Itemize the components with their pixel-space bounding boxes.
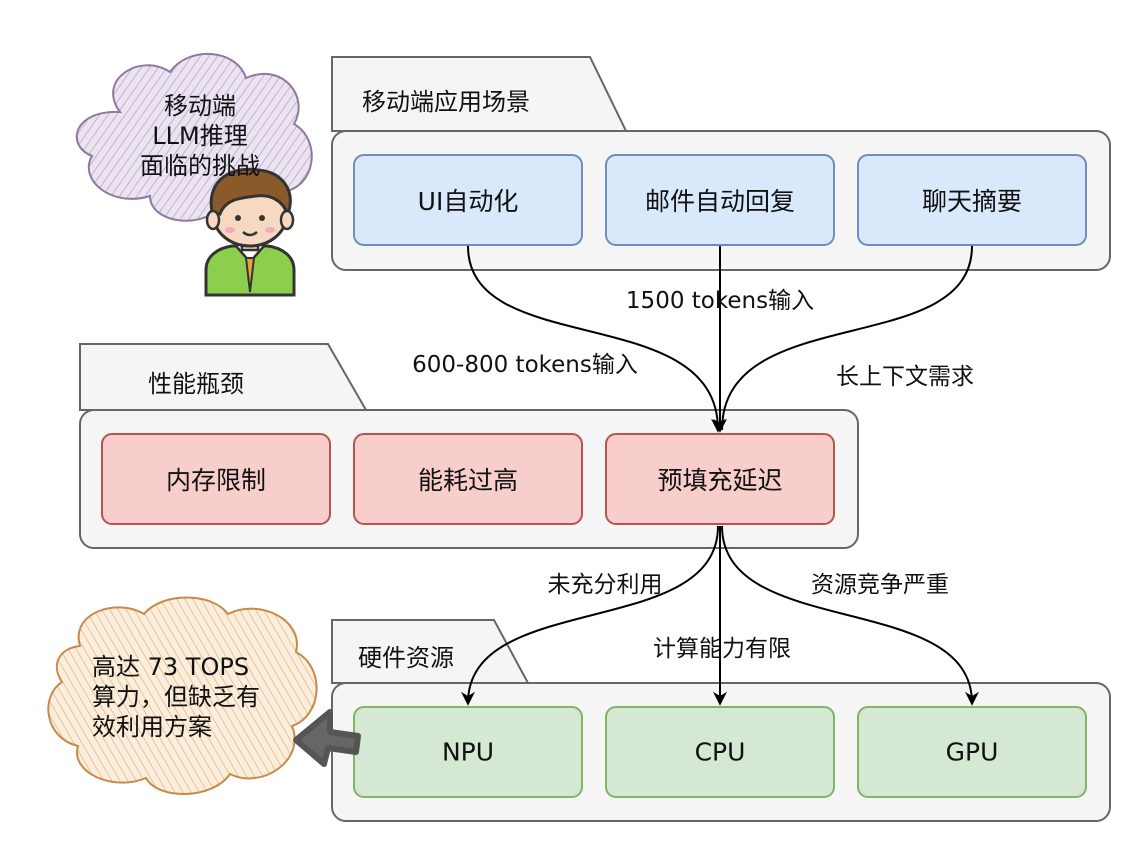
- app-label-chat: 聊天摘要: [921, 187, 1023, 216]
- edge-label-bot-mid: 计算能力有限: [653, 636, 791, 662]
- app-label-mail: 邮件自动回复: [644, 187, 796, 216]
- cloud-bottom-text: 高达 73 TOPS 算力，但缺乏有 效利用方案: [92, 653, 260, 741]
- bottleneck-label-energy: 能耗过高: [417, 466, 519, 495]
- group-apps-title: 移动端应用场景: [362, 88, 530, 116]
- hardware-label-npu: NPU: [441, 737, 495, 767]
- person-icon: [204, 167, 296, 297]
- group-hardware-title: 硬件资源: [358, 644, 454, 672]
- cloud-top-text: 移动端 LLM推理 面临的挑战: [140, 92, 260, 180]
- hardware-label-gpu: GPU: [945, 737, 999, 767]
- cloud-bottom-shape: [47, 596, 318, 795]
- edge-prefill-to-npu: [461, 525, 719, 706]
- edge-prefill-to-gpu: [721, 525, 979, 706]
- hardware-label-cpu: CPU: [694, 737, 746, 767]
- edge-label-top-left: 600-800 tokens输入: [412, 352, 638, 378]
- cloud-bottom: [47, 596, 318, 795]
- app-box-ui: [353, 154, 583, 246]
- edge-label-bot-left: 未充分利用: [547, 572, 663, 598]
- edges-bottom: [461, 525, 979, 706]
- group-apps: [331, 56, 1111, 271]
- edge-ui-to-prefill: [467, 245, 725, 433]
- edge-label-top-right: 长上下文需求: [836, 364, 974, 390]
- bottleneck-label-prefill: 预填充延迟: [657, 466, 783, 495]
- edges-top: [467, 245, 973, 433]
- group-bottleneck: [79, 343, 859, 549]
- app-label-ui: UI自动化: [417, 187, 519, 216]
- edge-chat-to-prefill: [721, 245, 973, 431]
- bottleneck-box-energy: [353, 433, 583, 525]
- pointer-arrow-icon: [293, 709, 361, 767]
- app-box-chat: [857, 154, 1087, 246]
- hardware-box-cpu: [605, 706, 835, 798]
- bottleneck-box-prefill: [605, 433, 835, 525]
- edge-label-top-mid: 1500 tokens输入: [625, 288, 815, 314]
- app-box-mail: [605, 154, 835, 246]
- bottleneck-box-memory: [101, 433, 331, 525]
- group-bottleneck-title: 性能瓶颈: [148, 370, 244, 398]
- group-hardware: [331, 619, 1111, 822]
- bottleneck-label-memory: 内存限制: [165, 466, 267, 495]
- hardware-box-gpu: [857, 706, 1087, 798]
- edge-label-bot-right: 资源竞争严重: [811, 572, 949, 598]
